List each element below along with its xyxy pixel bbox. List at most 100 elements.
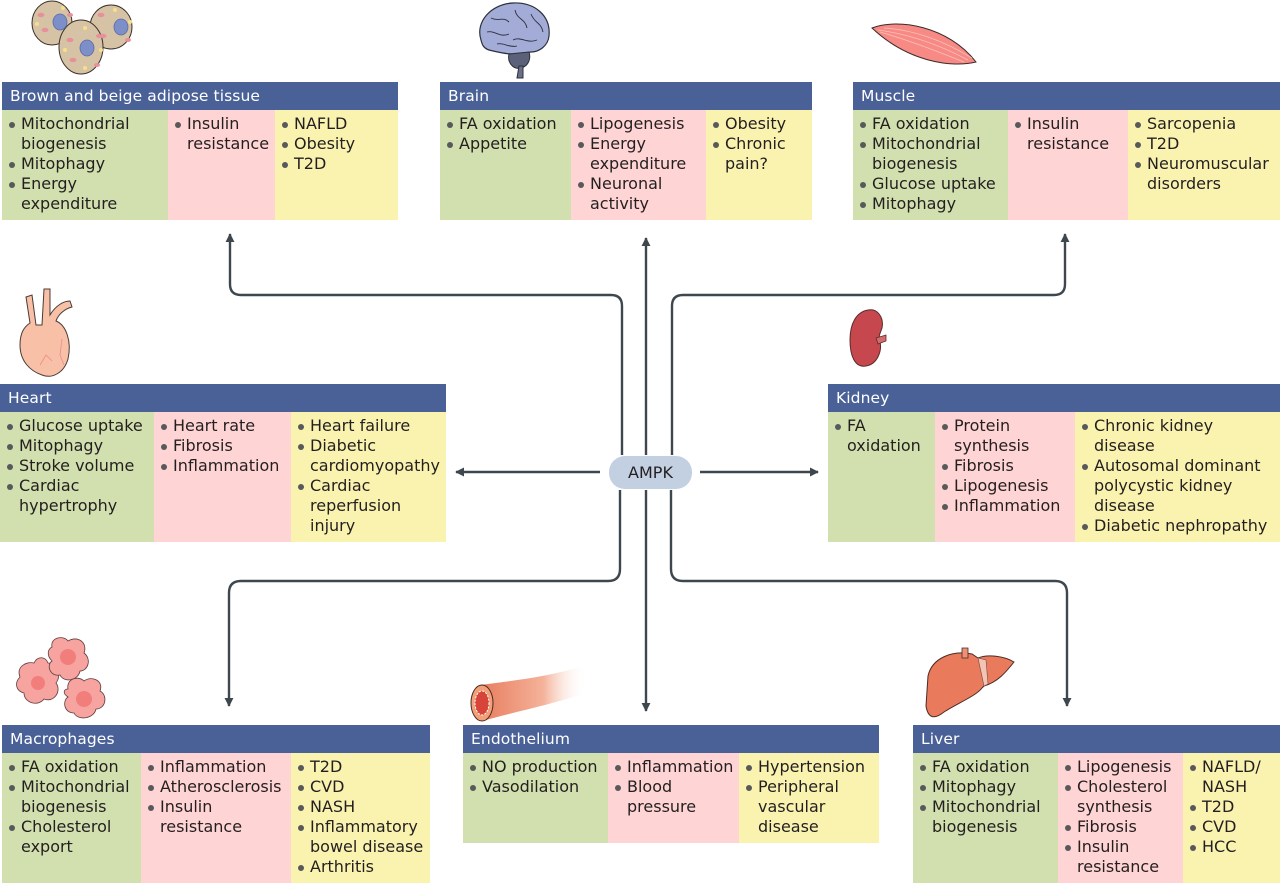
list-item: Chronic pain? [712, 134, 808, 174]
panel-title: Kidney [828, 384, 1280, 412]
list-item: Vasodilation [469, 777, 604, 797]
panel-title: Muscle [853, 82, 1280, 110]
list-item: Mitochondrial biogenesis [8, 777, 137, 817]
list-item: T2D [1189, 797, 1276, 817]
list-item: FA oxidation [859, 114, 1004, 134]
list-item: Chronic kidney disease [1081, 416, 1276, 456]
bullet-list: Insulin resistance [174, 114, 271, 154]
list-item: FA oxidation [8, 757, 137, 777]
list-item: Lipogenesis [1064, 757, 1179, 777]
list-item: Diabetic cardiomyopathy [297, 436, 442, 476]
bullet-list: Insulin resistance [1014, 114, 1124, 154]
list-item: Diabetic nephropathy [1081, 516, 1276, 536]
list-item: T2D [281, 154, 394, 174]
arrow-to-adipose [225, 233, 624, 455]
list-item: Heart failure [297, 416, 442, 436]
list-item: Fibrosis [160, 436, 287, 456]
panel-title: Liver [913, 725, 1280, 753]
list-item: Hypertension [745, 757, 875, 777]
list-item: FA oxidation [919, 757, 1054, 777]
list-item: Insulin resistance [1064, 837, 1179, 877]
list-item: CVD [297, 777, 426, 797]
list-item: Cholesterol export [8, 817, 137, 857]
list-item: FA oxidation [834, 416, 931, 456]
list-item: T2D [1134, 134, 1276, 154]
list-item: NAFLD [281, 114, 394, 134]
list-item: NASH [297, 797, 426, 817]
list-item: Inflammatory bowel disease [297, 817, 426, 857]
bullet-list: FA oxidation [834, 416, 931, 456]
list-item: Energy expenditure [577, 134, 702, 174]
arrow-to-liver [669, 490, 1072, 707]
list-item: Insulin resistance [147, 797, 287, 837]
arrow-to-macrophages [224, 490, 622, 707]
list-item: NO production [469, 757, 604, 777]
list-item: Inflammation [941, 496, 1071, 516]
list-item: Energy expenditure [8, 174, 164, 214]
list-item: Mitochondrial biogenesis [919, 797, 1054, 837]
list-item: Lipogenesis [941, 476, 1071, 496]
list-item: Inflammation [614, 757, 735, 777]
brain-icon [479, 2, 550, 79]
list-item: Cardiac reperfusion injury [297, 476, 442, 536]
list-item: Inflammation [160, 456, 287, 476]
list-item: Sarcopenia [1134, 114, 1276, 134]
kidney-icon [849, 309, 887, 367]
panel-title: Brain [440, 82, 812, 110]
list-item: Mitophagy [8, 154, 164, 174]
list-item: Insulin resistance [1014, 114, 1124, 154]
list-item: Mitochondrial biogenesis [8, 114, 164, 154]
list-item: Neuromuscular disorders [1134, 154, 1276, 194]
list-item: Neuronal activity [577, 174, 702, 214]
list-item: FA oxidation [446, 114, 567, 134]
blood-vessel-icon [470, 665, 586, 722]
list-item: Cardiac hypertrophy [6, 476, 150, 516]
list-item: Arthritis [297, 857, 426, 877]
list-item: Mitochondrial biogenesis [859, 134, 1004, 174]
liver-icon [925, 647, 1015, 718]
list-item: HCC [1189, 837, 1276, 857]
heart-icon [19, 288, 73, 377]
decreased-column: Insulin resistance [168, 110, 275, 220]
list-item: Heart rate [160, 416, 287, 436]
list-item: Mitophagy [6, 436, 150, 456]
list-item: Insulin resistance [174, 114, 271, 154]
list-item: Mitophagy [919, 777, 1054, 797]
list-item: NAFLD/ NASH [1189, 757, 1276, 797]
list-item: Mitophagy [859, 194, 1004, 214]
list-item: Glucose uptake [859, 174, 1004, 194]
